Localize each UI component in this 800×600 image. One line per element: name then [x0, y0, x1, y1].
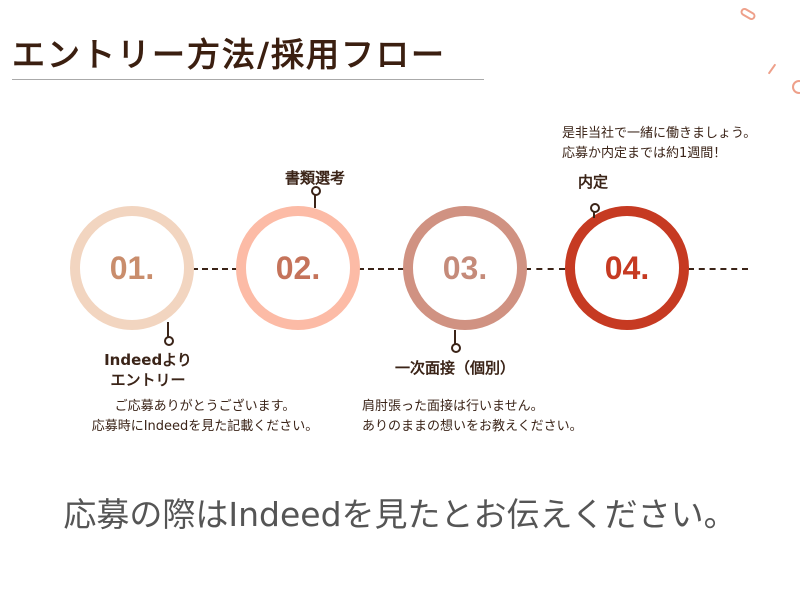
divider	[12, 79, 484, 80]
desc-line: ご応募ありがとうございます。	[114, 399, 296, 414]
step-circle-2: 02.	[236, 206, 360, 330]
step-4-label: 内定	[578, 172, 638, 192]
pin-stem	[167, 322, 169, 338]
step-1-desc: ご応募ありがとうございます。 応募時にIndeedを見た記載ください。	[60, 397, 350, 437]
desc-line: 肩肘張った面接は行いません。	[362, 399, 544, 414]
pin-stem	[593, 210, 595, 218]
step-2-label: 書類選考	[255, 168, 375, 188]
pin-stem	[454, 330, 456, 344]
decoration-line	[767, 63, 777, 75]
desc-line: ありのままの想いをお教えください。	[362, 419, 583, 434]
desc-line: 応募か内定までは約1週間！	[562, 146, 727, 161]
step-3-label: 一次面接（個別）	[375, 358, 535, 378]
step-number: 01.	[109, 249, 155, 286]
pin-stem	[314, 192, 316, 208]
label-line: Indeedより	[104, 351, 192, 369]
connector-line	[192, 268, 238, 270]
step-circle-1: 01.	[70, 206, 194, 330]
pin-dot	[451, 343, 461, 353]
step-circle-4: 04.	[565, 206, 689, 330]
pin-dot	[164, 336, 174, 346]
connector-line	[358, 268, 404, 270]
page-title: エントリー方法/採用フロー	[12, 35, 447, 74]
connector-line	[525, 268, 565, 270]
decoration-ring	[792, 80, 800, 94]
desc-line: 応募時にIndeedを見た記載ください。	[91, 419, 319, 434]
step-1-label: Indeedより エントリー	[78, 350, 218, 390]
step-number: 04.	[604, 249, 650, 286]
step-circle-3: 03.	[403, 206, 527, 330]
label-line: 一次面接（個別）	[394, 359, 515, 377]
footer-message: 応募の際はIndeedを見たとお伝えください。	[63, 495, 737, 534]
label-line: 書類選考	[284, 169, 345, 187]
step-number: 03.	[442, 249, 488, 286]
label-line: エントリー	[110, 371, 186, 389]
label-line: 内定	[578, 173, 609, 191]
pin-dot	[590, 203, 600, 213]
desc-line: 是非当社で一緒に働きましょう。	[562, 126, 757, 141]
step-3-desc: 肩肘張った面接は行いません。 ありのままの想いをお教えください。	[362, 397, 622, 437]
pin-dot	[311, 186, 321, 196]
step-4-desc: 是非当社で一緒に働きましょう。 応募か内定までは約1週間！	[562, 124, 800, 164]
connector-line	[688, 268, 748, 270]
step-number: 02.	[275, 249, 321, 286]
decoration-capsule	[739, 6, 757, 22]
